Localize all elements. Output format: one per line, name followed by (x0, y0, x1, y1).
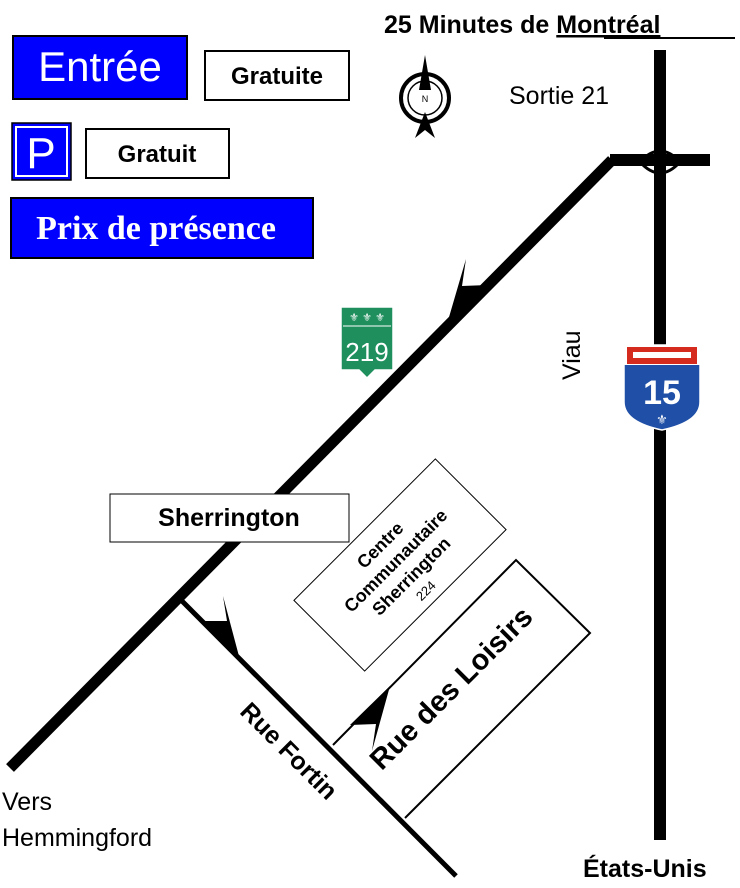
arrow-icon (350, 686, 390, 751)
hemmingford-label: Hemmingford (2, 824, 152, 852)
header-title: 25 Minutes de Montréal (384, 11, 735, 39)
interchange-icon (610, 138, 710, 186)
legend-parking: P Gratuit (11, 122, 230, 181)
parking-value: Gratuit (118, 141, 197, 168)
highway-15-number: 15 (643, 374, 681, 412)
legend-prizes: Prix de présence (10, 197, 314, 259)
prizes-box (10, 197, 314, 259)
highway-15-shield-icon: 15 ⚜ (623, 344, 701, 431)
viau-label: Viau (558, 330, 586, 380)
header-minutes: 25 Minutes de (384, 11, 556, 39)
destination-frame (293, 458, 507, 672)
prizes-label: Prix de présence (36, 210, 276, 247)
route-219-shield-icon: ⚜ ⚜ ⚜ 219 (340, 306, 394, 380)
arrow-icon (201, 596, 240, 660)
rue-loisirs-road (332, 558, 592, 819)
svg-text:⚜: ⚜ (362, 312, 372, 324)
rue-fortin-label: Rue Fortin (235, 697, 343, 805)
svg-text:25 Minutes de Montréal: 25 Minutes de Montréal (384, 11, 660, 39)
town-name: Sherrington (158, 504, 300, 532)
town-label: Sherrington (109, 493, 350, 543)
legend-entry: Entrée Gratuite (12, 35, 350, 101)
exit-label: Sortie 21 (509, 82, 609, 110)
entry-box (12, 35, 188, 100)
compass-north: N (422, 94, 429, 104)
compass-icon: N (399, 55, 451, 138)
south-label: États-Unis (583, 854, 707, 883)
arrow-icon (447, 259, 488, 324)
parking-symbol: P (26, 129, 55, 178)
entry-value: Gratuite (231, 63, 323, 90)
entry-value-box (204, 50, 350, 101)
town-box (109, 493, 350, 543)
svg-text:⚜: ⚜ (656, 412, 668, 427)
svg-text:⚜: ⚜ (375, 312, 385, 324)
destination-box: Centre Communautaire Sherrington 224 (293, 458, 507, 672)
route-219-number: 219 (345, 337, 388, 367)
route-219-road (6, 156, 616, 772)
svg-text:⚜: ⚜ (349, 312, 359, 324)
parking-value-box (85, 128, 230, 179)
entry-label: Entrée (38, 43, 162, 90)
vers-label: Vers (2, 788, 52, 816)
parking-icon (11, 122, 72, 181)
header-city: Montréal (556, 11, 660, 39)
